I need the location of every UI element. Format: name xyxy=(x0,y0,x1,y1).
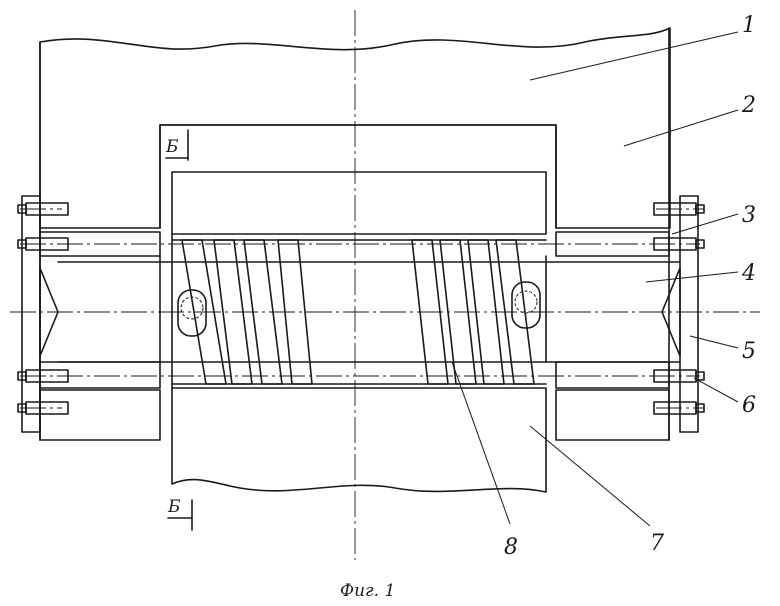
shaft xyxy=(58,234,680,388)
figure-caption: Фиг. 1 xyxy=(340,581,395,601)
section-marker-top-label: Б xyxy=(165,137,179,157)
callout-2: 2 xyxy=(741,93,756,118)
housing-lower-right xyxy=(556,390,669,440)
bolts-right xyxy=(654,203,704,414)
callout-7: 7 xyxy=(650,531,664,556)
upper-liner xyxy=(160,125,556,234)
section-marker-bottom-label: Б xyxy=(167,497,181,517)
callout-8: 8 xyxy=(504,535,518,560)
callout-3: 3 xyxy=(742,203,756,228)
housing-lower-left xyxy=(40,390,160,440)
callouts: 1 2 3 4 5 6 7 8 xyxy=(504,13,756,560)
center-lines xyxy=(10,10,760,560)
section-marker-top: Б xyxy=(165,130,188,160)
flange-right xyxy=(556,232,669,388)
leader-lines xyxy=(452,32,738,526)
bolts-left xyxy=(18,203,68,414)
lower-block xyxy=(172,388,546,492)
callout-5: 5 xyxy=(742,339,756,364)
callout-4: 4 xyxy=(741,261,756,286)
callout-6: 6 xyxy=(742,393,756,418)
section-marker-bottom: Б xyxy=(167,497,192,530)
ball-slot-left xyxy=(178,290,206,336)
callout-1: 1 xyxy=(742,13,756,38)
